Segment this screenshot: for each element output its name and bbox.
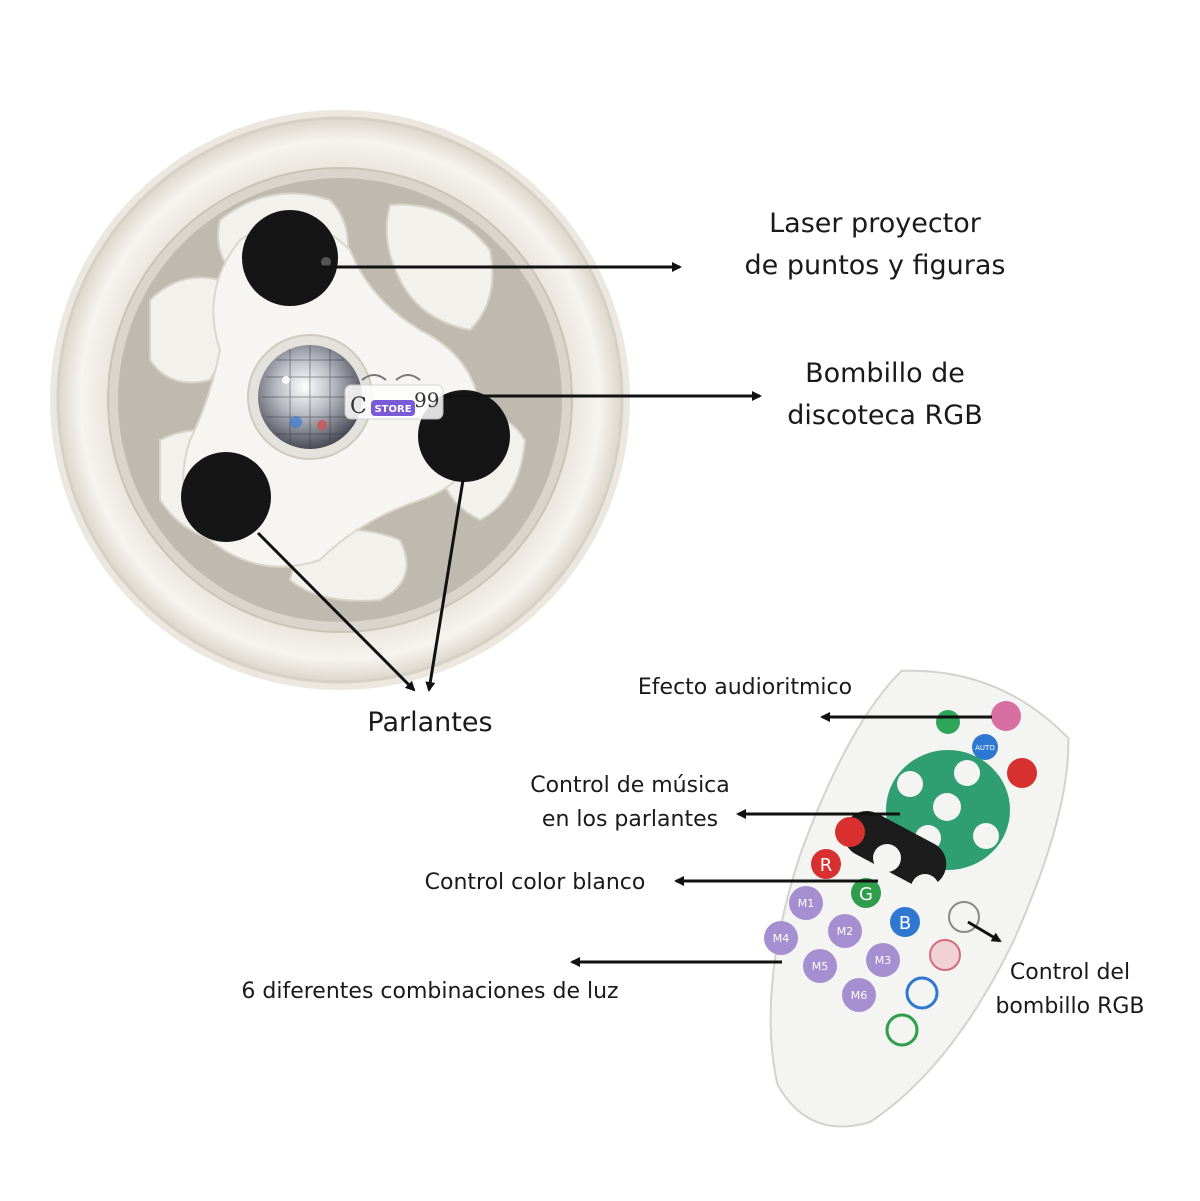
auto-button[interactable] — [972, 734, 998, 760]
m5-label: M5 — [812, 960, 829, 973]
label-audio-effect: Efecto audioritmico — [637, 675, 853, 700]
m2-button[interactable] — [828, 914, 862, 948]
disco-facets — [262, 345, 358, 449]
refresh-button[interactable] — [885, 1013, 919, 1047]
green-button[interactable] — [851, 878, 881, 908]
watermark-left: C — [350, 394, 367, 419]
label-light-combos: 6 diferentes combinaciones de luz — [241, 979, 619, 1004]
label-disco: Bombillo de discoteca RGB — [787, 358, 983, 431]
arrow-rgb — [967, 920, 1002, 943]
laser-projector-icon — [242, 210, 338, 306]
label-rgb-control: Control del bombillo RGB — [995, 960, 1145, 1020]
arrow-speaker-right — [425, 479, 465, 692]
blue-button[interactable] — [890, 907, 920, 937]
label-music-control: Control de música en los parlantes — [530, 773, 730, 833]
remote-body — [769, 669, 1070, 1128]
m2-label: M2 — [837, 925, 854, 938]
m3-label: M3 — [875, 954, 892, 967]
sound-on-button[interactable] — [936, 710, 960, 734]
speaker-left-icon — [181, 452, 271, 542]
blue-label: B — [899, 913, 911, 934]
m1-label: M1 — [798, 897, 815, 910]
green-label: G — [859, 884, 873, 905]
white-up-button[interactable] — [911, 874, 939, 902]
m3-button[interactable] — [866, 943, 900, 977]
remote-buttons: AUTO R G B M1 M2 M3 M4 M5 M6 — [764, 701, 1037, 1047]
arrow-speaker-left — [256, 531, 416, 692]
music-mode-button[interactable] — [1007, 758, 1037, 788]
red-label: R — [820, 855, 833, 876]
volume-button[interactable] — [954, 760, 980, 786]
label-speakers: Parlantes — [367, 707, 493, 738]
white-down-button[interactable] — [873, 844, 901, 872]
lamp-arrows — [256, 262, 762, 692]
label-laser: Laser proyector de puntos y figuras — [744, 208, 1006, 281]
power-button[interactable] — [835, 817, 865, 847]
m4-label: M4 — [773, 932, 790, 945]
next-button[interactable] — [973, 823, 999, 849]
m5-button[interactable] — [803, 949, 837, 983]
color-cycle-button[interactable] — [929, 939, 961, 971]
m6-button[interactable] — [842, 978, 876, 1012]
watermark-badge: STORE — [374, 404, 411, 415]
audio-rhythm-button[interactable] — [991, 701, 1021, 731]
play-button[interactable] — [933, 793, 961, 821]
store-watermark: C STORE 99 — [344, 374, 444, 420]
m6-label: M6 — [851, 989, 868, 1002]
lamp — [50, 110, 630, 690]
m4-button[interactable] — [764, 921, 798, 955]
remote-arrows — [570, 712, 1002, 967]
red-button[interactable] — [811, 849, 841, 879]
watermark-right: 99 — [414, 388, 439, 412]
auto-label: AUTO — [975, 744, 995, 752]
rainbow-button[interactable] — [905, 976, 939, 1010]
m1-button[interactable] — [789, 886, 823, 920]
disco-ball-icon — [258, 345, 362, 449]
prev-button[interactable] — [897, 771, 923, 797]
label-white-control: Control color blanco — [424, 870, 646, 895]
remote-control — [769, 669, 1070, 1128]
